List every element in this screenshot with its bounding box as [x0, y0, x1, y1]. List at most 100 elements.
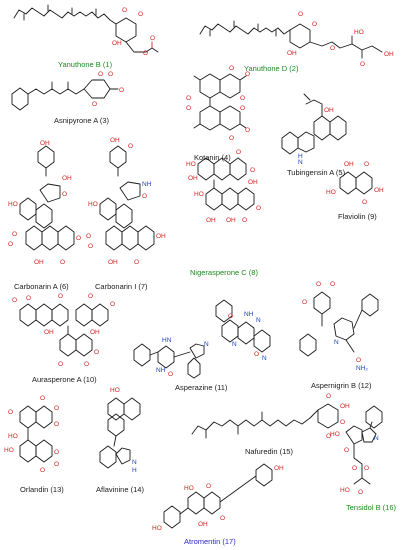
svg-text:O: O	[143, 50, 148, 57]
svg-text:O: O	[186, 105, 191, 112]
svg-text:O: O	[364, 161, 369, 168]
svg-text:O: O	[358, 489, 363, 496]
svg-text:O: O	[58, 361, 63, 368]
svg-text:O: O	[40, 467, 45, 474]
svg-text:O: O	[298, 11, 303, 18]
svg-text:HO: HO	[8, 433, 18, 440]
svg-text:HO: HO	[194, 191, 204, 198]
svg-text:O: O	[220, 515, 225, 522]
svg-text:NH: NH	[156, 367, 166, 374]
structure-tensidol-b	[345, 405, 383, 485]
svg-text:OH: OH	[188, 175, 198, 182]
svg-text:O: O	[168, 371, 173, 378]
svg-text:OH: OH	[384, 51, 394, 58]
svg-text:O: O	[254, 351, 259, 358]
svg-text:O: O	[352, 465, 357, 472]
svg-text:O: O	[312, 21, 317, 28]
label-tubingensin-a: Tubingensin A (5)	[287, 168, 346, 177]
svg-text:OH: OH	[374, 187, 384, 194]
svg-text:O: O	[88, 293, 93, 300]
svg-text:HO: HO	[326, 189, 336, 196]
label-yanuthone-d: Yanuthone D (2)	[244, 64, 299, 73]
svg-text:O: O	[250, 167, 255, 174]
structure-aflavinine	[99, 397, 141, 469]
svg-text:O: O	[108, 71, 113, 78]
svg-text:N: N	[262, 355, 267, 362]
label-flaviolin: Flaviolin (9)	[338, 212, 377, 221]
svg-text:HO: HO	[340, 487, 350, 494]
label-aflavinine: Aflavinine (14)	[96, 485, 144, 494]
svg-text:O: O	[206, 483, 211, 490]
structure-flaviolin	[339, 171, 373, 195]
label-tensidol-b: Tensidol B (16)	[346, 503, 397, 512]
label-orlandin: Orlandin (13)	[20, 485, 64, 494]
svg-text:HO: HO	[330, 431, 340, 438]
svg-text:O: O	[84, 361, 89, 368]
label-carbonarin-i: Carbonarin I (7)	[95, 282, 148, 291]
svg-text:OH: OH	[344, 161, 354, 168]
svg-text:HO: HO	[186, 161, 196, 168]
svg-text:OH: OH	[44, 329, 54, 336]
svg-text:O: O	[122, 7, 127, 14]
svg-text:HO: HO	[184, 485, 194, 492]
svg-text:O: O	[228, 313, 233, 320]
svg-text:HO: HO	[4, 447, 14, 454]
svg-text:N: N	[298, 159, 303, 166]
structure-asnipyrone-a	[11, 79, 119, 111]
svg-text:O: O	[40, 395, 45, 402]
structure-aspernigrin-b	[299, 291, 379, 357]
svg-text:HO: HO	[88, 201, 98, 208]
structure-yanuthone-b	[13, 4, 159, 53]
svg-text:O: O	[54, 461, 59, 468]
svg-text:OH: OH	[287, 50, 297, 57]
structure-tubingensin-a	[281, 93, 347, 155]
svg-text:O: O	[110, 301, 115, 308]
svg-text:O: O	[330, 45, 335, 52]
svg-text:O: O	[128, 143, 133, 150]
svg-text:O: O	[326, 393, 331, 400]
structure-carbonarin-a	[19, 145, 75, 251]
svg-text:O: O	[86, 233, 91, 240]
svg-text:O: O	[242, 217, 247, 224]
svg-text:HO: HO	[152, 525, 162, 532]
svg-text:O: O	[360, 61, 365, 68]
svg-text:O: O	[138, 11, 143, 18]
svg-text:O: O	[76, 235, 81, 242]
svg-text:OH: OH	[340, 403, 350, 410]
svg-text:O: O	[150, 35, 155, 42]
svg-text:O: O	[98, 71, 103, 78]
svg-text:O: O	[240, 95, 245, 102]
svg-text:N: N	[232, 341, 237, 348]
svg-text:N: N	[132, 459, 137, 466]
svg-text:O: O	[229, 135, 234, 142]
svg-text:OH: OH	[324, 107, 334, 114]
svg-text:O: O	[236, 149, 241, 156]
svg-text:OH: OH	[226, 217, 236, 224]
svg-text:OH: OH	[274, 465, 284, 472]
svg-text:O: O	[54, 449, 59, 456]
svg-text:O: O	[245, 71, 250, 78]
svg-text:O: O	[302, 299, 307, 306]
svg-text:OH: OH	[248, 179, 258, 186]
svg-text:O: O	[119, 87, 124, 94]
svg-text:O: O	[245, 127, 250, 134]
svg-text:O: O	[26, 295, 31, 302]
svg-text:N: N	[204, 341, 209, 348]
svg-text:O: O	[92, 101, 97, 108]
svg-text:O: O	[340, 419, 345, 426]
svg-text:O: O	[54, 405, 59, 412]
svg-text:O: O	[12, 231, 17, 238]
structure-atromentin	[163, 463, 273, 529]
svg-text:O: O	[364, 465, 369, 472]
svg-text:O: O	[8, 241, 13, 248]
structure-yanuthone-d	[199, 20, 383, 59]
label-atromentin: Atromentin (17)	[184, 537, 236, 546]
svg-text:OH: OH	[206, 217, 216, 224]
structure-orlandin	[19, 405, 53, 463]
label-asnipyrone-a: Asnipyrone A (3)	[54, 116, 110, 125]
svg-text:O: O	[256, 205, 261, 212]
svg-text:N: N	[374, 435, 379, 442]
svg-text:NH: NH	[244, 311, 254, 318]
svg-text:OH: OH	[198, 521, 208, 528]
svg-text:N: N	[334, 339, 339, 346]
